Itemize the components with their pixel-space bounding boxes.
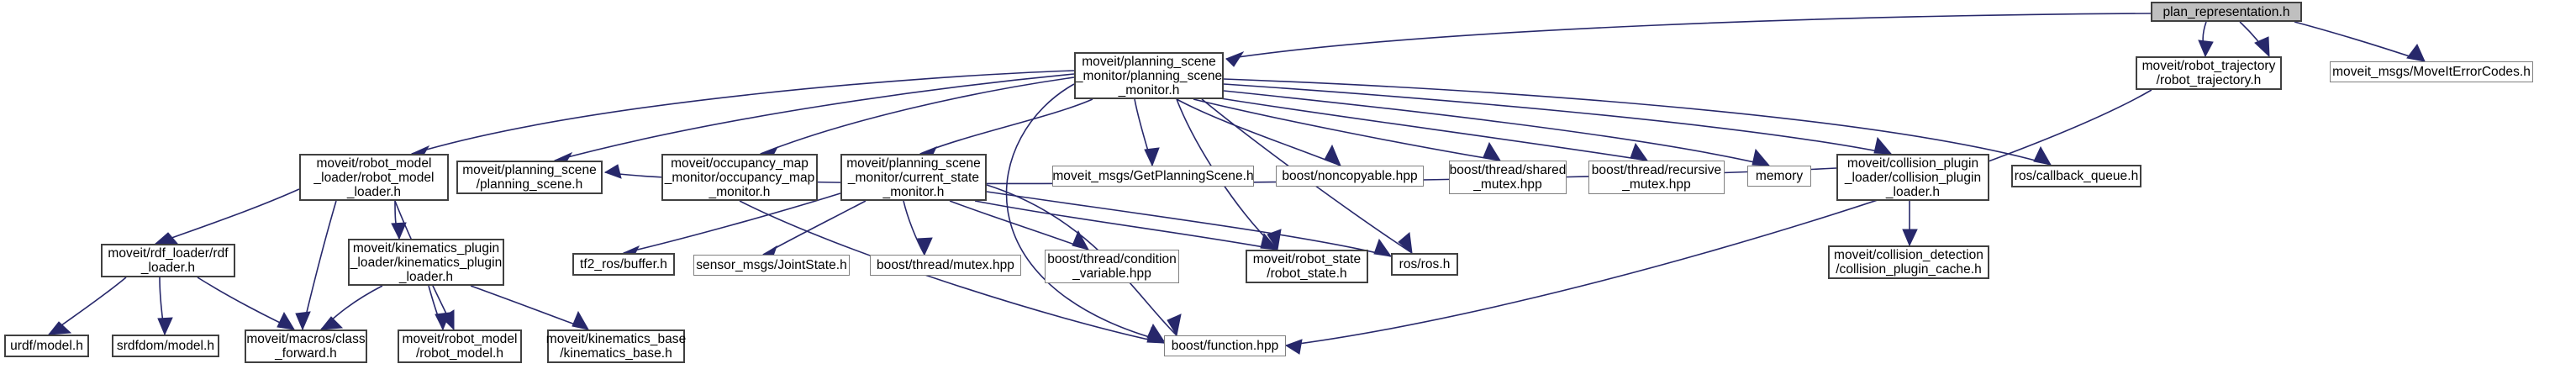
graph-node-ros_ros[interactable]: ros/ros.h — [1391, 253, 1458, 276]
graph-node-collision_plugin_loader[interactable]: moveit/collision_plugin _loader/collisio… — [1836, 154, 1989, 201]
graph-edge — [2239, 21, 2270, 57]
graph-edge — [302, 200, 337, 330]
graph-edge — [1134, 98, 1153, 166]
graph-edge — [919, 98, 1093, 155]
graph-node-occupancy_map_monitor[interactable]: moveit/occupancy_map _monitor/occupancy_… — [661, 154, 818, 201]
graph-edge-arrowhead — [2198, 40, 2214, 58]
graph-edge — [1193, 98, 1501, 161]
graph-edge — [2294, 21, 2426, 62]
graph-node-robot_model_loader[interactable]: moveit/robot_model _loader/robot_model _… — [299, 154, 449, 201]
graph-node-rdf_loader[interactable]: moveit/rdf_loader/rdf _loader.h — [101, 244, 235, 277]
graph-edge — [1223, 90, 1770, 166]
graph-edge-arrowhead — [1146, 326, 1166, 344]
graph-node-plan_representation[interactable]: plan_representation.h — [2151, 2, 2302, 22]
graph-node-urdf_model[interactable]: urdf/model.h — [4, 335, 89, 357]
graph-node-robot_state[interactable]: moveit/robot_state /robot_state.h — [1246, 250, 1368, 283]
graph-node-planning_scene[interactable]: moveit/planning_scene /planning_scene.h — [456, 161, 603, 194]
graph-edge — [2202, 21, 2207, 57]
graph-node-memory[interactable]: memory — [1747, 166, 1811, 187]
graph-edge-arrowhead — [1225, 50, 1245, 67]
graph-edge — [1176, 98, 1341, 166]
graph-edge — [394, 200, 400, 240]
graph-edge — [1209, 96, 1648, 161]
graph-edge-arrowhead — [295, 311, 311, 331]
graph-edge — [949, 200, 1089, 250]
graph-node-kinematics_plugin_loader[interactable]: moveit/kinematics_plugin _loader/kinemat… — [348, 239, 504, 286]
graph-edge-arrowhead — [1144, 147, 1160, 167]
graph-edge-arrowhead — [435, 312, 450, 331]
graph-node-class_forward[interactable]: moveit/macros/class _forward.h — [245, 329, 367, 363]
graph-edge-arrowhead — [1072, 229, 1089, 250]
graph-edge-arrowhead — [277, 311, 295, 330]
graph-edge-arrowhead — [1630, 142, 1649, 161]
graph-edge-arrowhead — [2254, 36, 2270, 58]
graph-edge-arrowhead — [572, 310, 589, 330]
graph-edge-arrowhead — [1146, 323, 1166, 342]
graph-edge-arrowhead — [1284, 339, 1303, 355]
graph-edge — [320, 285, 383, 330]
graph-edge-arrowhead — [1398, 232, 1413, 255]
graph-node-thread_mutex[interactable]: boost/thread/mutex.hpp — [870, 255, 1021, 276]
graph-edge-arrowhead — [1373, 238, 1393, 257]
graph-edge — [1005, 83, 1165, 342]
graph-edge-arrowhead — [1167, 314, 1182, 337]
graph-node-boost_function[interactable]: boost/function.hpp — [1164, 335, 1286, 356]
graph-edge — [903, 200, 925, 256]
graph-edge-arrowhead — [319, 316, 344, 330]
graph-node-joint_state[interactable]: sensor_msgs/JointState.h — [693, 255, 850, 276]
graph-edge — [155, 188, 300, 245]
graph-node-srdfdom_model[interactable]: srdfdom/model.h — [112, 335, 219, 357]
graph-node-robot_model[interactable]: moveit/robot_model /robot_model.h — [398, 329, 522, 363]
graph-node-callback_queue[interactable]: ros/callback_queue.h — [2011, 165, 2141, 187]
graph-edge-arrowhead — [1267, 229, 1282, 251]
graph-edge — [554, 73, 1075, 161]
graph-edge-arrowhead — [1902, 229, 1918, 247]
graph-edge-arrowhead — [47, 321, 72, 335]
graph-edge-arrowhead — [1752, 148, 1771, 166]
graph-node-collision_plugin_cache[interactable]: moveit/collision_detection /collision_pl… — [1828, 245, 1989, 279]
graph-edge — [762, 200, 867, 256]
graph-edge — [1223, 83, 1892, 155]
graph-edge-arrowhead — [2033, 145, 2052, 166]
graph-edge — [1285, 89, 2152, 346]
graph-edge-arrowhead — [157, 317, 173, 336]
graph-node-planning_scene_monitor[interactable]: moveit/planning_scene _monitor/planning_… — [1074, 52, 1224, 99]
graph-node-condition_variable[interactable]: boost/thread/condition _variable.hpp — [1045, 250, 1179, 283]
graph-edge — [428, 285, 444, 330]
graph-edge — [197, 277, 295, 330]
graph-node-shared_mutex[interactable]: boost/thread/shared _mutex.hpp — [1449, 161, 1567, 194]
graph-edge-arrowhead — [1260, 232, 1279, 250]
graph-edge — [1223, 78, 2052, 166]
graph-edge — [986, 191, 1392, 257]
graph-node-get_planning_scene[interactable]: moveit_msgs/GetPlanningScene.h — [1052, 166, 1254, 187]
graph-node-robot_trajectory[interactable]: moveit/robot_trajectory /robot_trajector… — [2136, 56, 2282, 90]
graph-node-recursive_mutex[interactable]: boost/thread/recursive _mutex.hpp — [1588, 161, 1725, 194]
graph-edge — [974, 200, 1278, 250]
graph-edge — [470, 285, 589, 330]
graph-edge — [623, 192, 841, 254]
graph-edge — [1225, 13, 2152, 60]
graph-node-current_state_monitor[interactable]: moveit/planning_scene _monitor/current_s… — [840, 154, 987, 201]
graph-node-tf2_buffer[interactable]: tf2_ros/buffer.h — [572, 253, 675, 276]
graph-edge-arrowhead — [391, 222, 407, 240]
graph-node-noncopyable[interactable]: boost/noncopyable.hpp — [1276, 166, 1424, 187]
graph-edge — [159, 277, 166, 335]
graph-edge-arrowhead — [154, 232, 180, 245]
graph-edge-arrowhead — [1324, 144, 1341, 166]
graph-edge — [48, 277, 127, 335]
graph-edge-arrowhead — [603, 164, 622, 179]
graph-edge — [411, 70, 1075, 155]
graph-node-moveit_error_codes[interactable]: moveit_msgs/MoveItErrorCodes.h — [2330, 61, 2533, 82]
graph-edge — [760, 76, 1075, 155]
graph-edge-arrowhead — [2406, 44, 2426, 62]
graph-node-kinematics_base[interactable]: moveit/kinematics_base /kinematics_base.… — [546, 329, 686, 363]
graph-edge-arrowhead — [1483, 141, 1502, 161]
graph-edge-arrowhead — [917, 237, 933, 256]
graph-edge-arrowhead — [1873, 136, 1893, 155]
graph-edge-arrowhead — [441, 309, 455, 331]
